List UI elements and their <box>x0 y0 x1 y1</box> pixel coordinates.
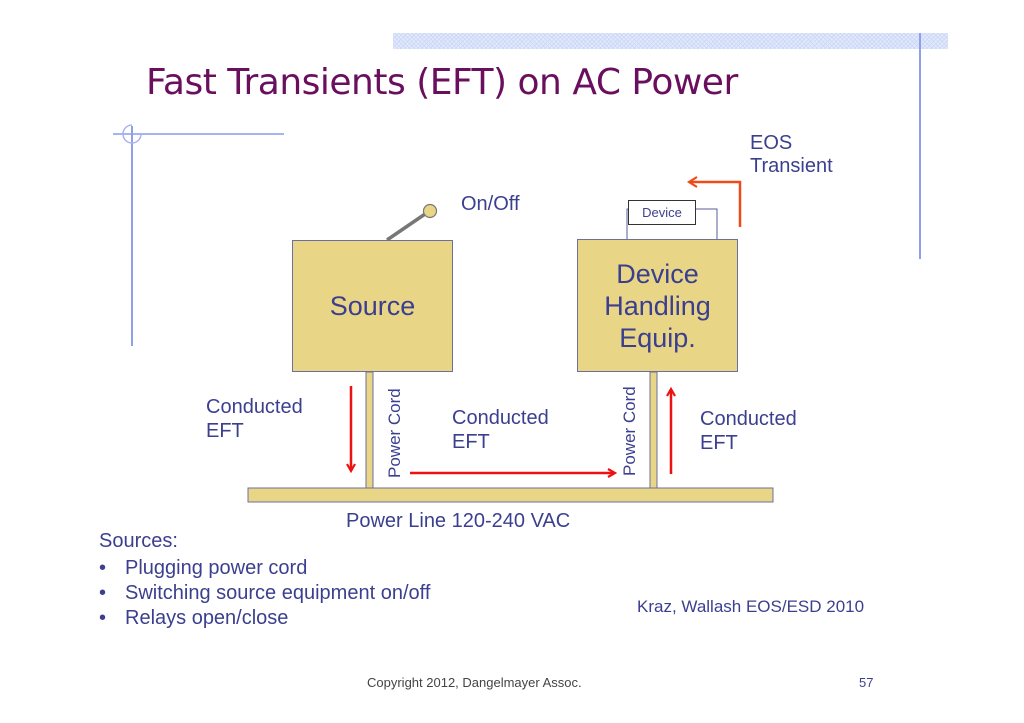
bullet-icon: • <box>99 557 107 579</box>
device-handling-box: Device Handling Equip. <box>577 239 738 372</box>
sources-heading: Sources: <box>99 530 178 552</box>
power-line-bar <box>247 487 774 503</box>
device-chip: Device <box>628 200 696 225</box>
conducted-eft-right-line-1: Conducted <box>700 408 797 430</box>
list-item: • Plugging power cord <box>99 556 430 581</box>
list-item: • Switching source equipment on/off <box>99 581 430 606</box>
device-box-line-1: Device <box>616 258 699 289</box>
device-power-cord <box>649 371 658 489</box>
conducted-eft-middle-line-1: Conducted <box>452 407 549 429</box>
crosshair-circle-icon <box>122 124 142 144</box>
device-power-cord-label: Power Cord <box>620 386 639 476</box>
bullet-icon: • <box>99 582 107 604</box>
power-line-label: Power Line 120-240 VAC <box>346 510 571 532</box>
slide-title: Fast Transients (EFT) on AC Power <box>146 62 738 103</box>
on-off-label: On/Off <box>461 193 520 215</box>
eos-label-line-2: Transient <box>750 155 833 177</box>
device-box-line-3: Equip. <box>619 322 696 353</box>
source-item-text: Switching source equipment on/off <box>125 582 431 604</box>
page-number: 57 <box>859 675 874 690</box>
citation: Kraz, Wallash EOS/ESD 2010 <box>637 597 865 616</box>
left-accent-vline <box>131 126 133 346</box>
header-hatch-bar <box>393 33 948 49</box>
switch-lever <box>386 210 429 242</box>
sources-list: • Plugging power cord • Switching source e… <box>99 556 430 631</box>
eos-transient-arrow <box>686 176 742 227</box>
conducted-eft-left-line-2: EFT <box>206 420 244 442</box>
source-box: Source <box>292 240 453 372</box>
conducted-eft-left-line-1: Conducted <box>206 396 303 418</box>
source-item-text: Relays open/close <box>125 607 289 629</box>
switch-knob-icon <box>422 203 438 219</box>
eos-label-line-1: EOS <box>750 132 793 154</box>
left-accent-hline <box>113 133 284 135</box>
bullet-icon: • <box>99 607 107 629</box>
source-item-text: Plugging power cord <box>125 557 308 579</box>
list-item: • Relays open/close <box>99 606 430 631</box>
source-power-cord <box>365 371 374 489</box>
source-box-label: Source <box>329 291 416 321</box>
device-chip-label: Device <box>642 205 682 220</box>
conducted-eft-right-line-2: EFT <box>700 432 738 454</box>
source-power-cord-label: Power Cord <box>385 388 404 478</box>
footer-copyright: Copyright 2012, Dangelmayer Assoc. <box>367 675 582 690</box>
right-accent-line <box>919 33 921 259</box>
conducted-eft-middle-line-2: EFT <box>452 431 490 453</box>
device-box-line-2: Handling <box>604 290 711 321</box>
device-chip-wire-right <box>696 208 718 239</box>
